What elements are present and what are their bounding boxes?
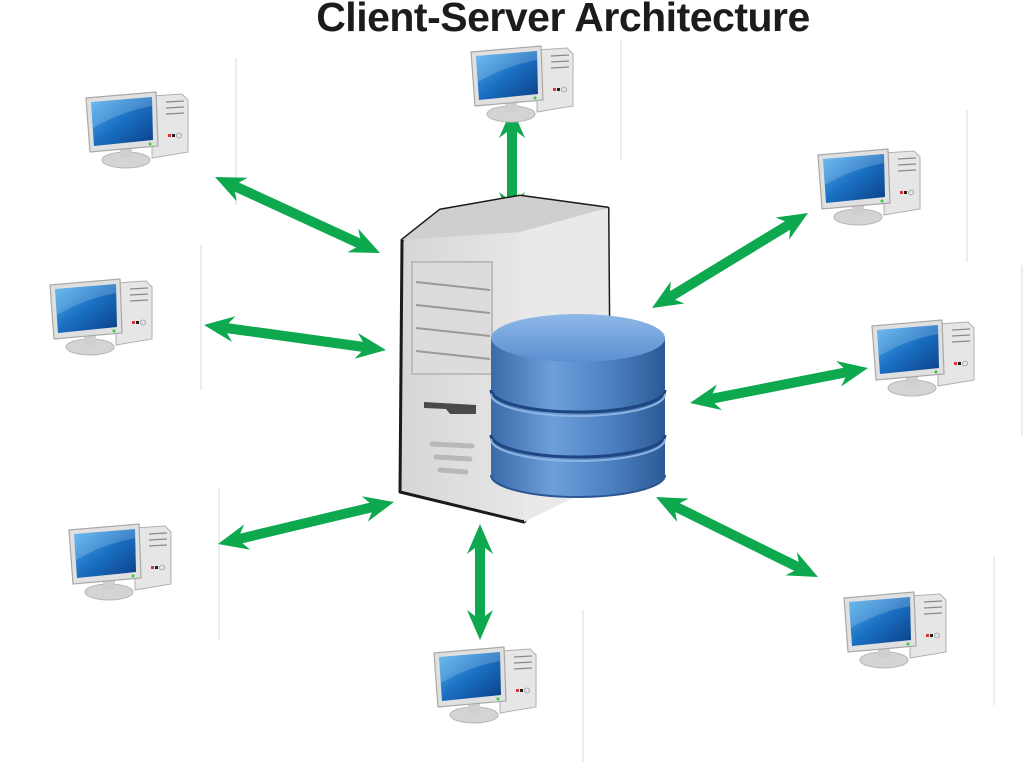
client-right-lower-computer-icon (843, 591, 947, 669)
screen-icon (849, 597, 911, 646)
bidirectional-arrow-client-right-upper (652, 213, 808, 308)
connection-arrows (204, 108, 868, 640)
client-left-lower-computer-icon (68, 523, 172, 601)
bidirectional-arrow-client-top (499, 108, 525, 222)
bidirectional-arrow-client-bottom (467, 524, 493, 640)
disc-slot (424, 402, 476, 414)
bidirectional-arrow-client-right-middle (690, 361, 868, 410)
bidirectional-arrow-client-left-middle (204, 316, 386, 359)
client-bottom-computer-icon (433, 646, 537, 724)
client-left-middle-computer-icon (49, 278, 153, 356)
background-lines (200, 40, 1023, 762)
screen-icon (74, 529, 136, 578)
bidirectional-arrow-client-left-lower (218, 496, 394, 550)
screen-icon (476, 51, 538, 100)
client-top-left-computer-icon (85, 91, 189, 169)
screen-icon (439, 652, 501, 701)
client-top-computer-icon (470, 45, 574, 123)
screen-icon (877, 325, 939, 374)
database-icon (489, 314, 667, 498)
screen-icon (55, 284, 117, 333)
screen-icon (823, 154, 885, 203)
screen-icon (91, 97, 153, 146)
bidirectional-arrow-client-top-left (215, 177, 380, 253)
client-right-middle-computer-icon (871, 319, 975, 397)
bidirectional-arrow-client-right-lower (656, 497, 818, 577)
client-right-upper-computer-icon (817, 148, 921, 226)
client-computers (49, 45, 975, 724)
diagram-title: Client-Server Architecture (316, 0, 810, 40)
